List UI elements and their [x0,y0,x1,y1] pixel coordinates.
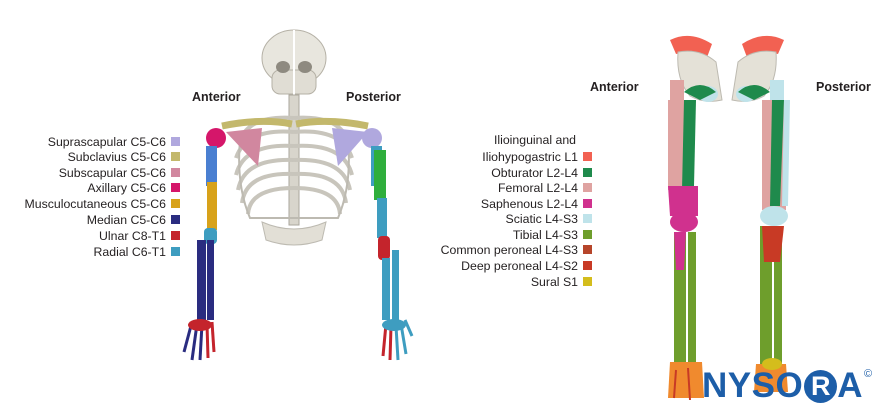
legend-label: Saphenous L2-L4 [480,196,578,211]
legend-swatch [583,261,592,270]
upper-anterior-label: Anterior [192,90,241,104]
legend-item: Subclavius C5-C6 [68,149,180,164]
legend-label: Sural S1 [530,274,578,289]
legend-item: Subscapular C5-C6 [59,165,180,180]
lower-skeleton [668,35,790,401]
legend-item: Femoral L2-L4 [498,180,592,195]
legend-label: Radial C6-T1 [93,244,166,259]
legend-item: Ulnar C8-T1 [99,228,180,243]
legend-swatch [171,231,180,240]
lower-posterior-label: Posterior [816,80,871,94]
nysora-logo: NYSO R A © [702,366,872,406]
legend-label: Sciatic L4-S3 [505,211,578,226]
logo-registered-mark: © [863,368,873,380]
lower-anterior-label: Anterior [590,80,639,94]
legend-label: Subclavius C5-C6 [67,149,166,164]
legend-item: Iliohypogastric L1 [482,149,592,164]
legend-item: Axillary C5-C6 [87,180,180,195]
legend-item: Common peroneal L4-S3 [441,242,592,257]
legend-item: Tibial L4-S3 [513,227,592,242]
legend-item: Obturator L2-L4 [491,165,592,180]
legend-item: Saphenous L2-L4 [481,196,592,211]
legend-swatch [171,168,180,177]
legend-label: Deep peroneal L4-S2 [461,258,578,273]
legend-swatch [171,183,180,192]
legend-item: Radial C6-T1 [94,244,180,259]
legend-item: Median C5-C6 [87,212,180,227]
legend-label: Axillary C5-C6 [87,180,166,195]
upper-skeleton [182,29,414,361]
logo-tail: A [837,366,863,405]
legend-swatch [583,245,592,254]
legend-swatch [583,183,592,192]
legend-heading: Ilioinguinal and [493,133,576,147]
legend-item: Deep peroneal L4-S2 [461,258,592,273]
legend-label: Femoral L2-L4 [498,180,578,195]
legend-label: Tibial L4-S3 [512,227,578,242]
legend-swatch [171,137,180,146]
legend-label: Median C5-C6 [86,212,166,227]
legend-label: Subscapular C5-C6 [58,165,166,180]
legend-swatch [171,199,180,208]
legend-item: Suprascapular C5-C6 [48,134,180,149]
legend-swatch [583,152,592,161]
legend-item: Musculocutaneous C5-C6 [24,196,180,211]
legend-label: Iliohypogastric L1 [482,149,578,164]
legend-swatch [171,247,180,256]
legend-label: Obturator L2-L4 [491,165,578,180]
legend-label: Ulnar C8-T1 [99,228,166,243]
legend-swatch [171,152,180,161]
legend-swatch [171,215,180,224]
legend-swatch [583,277,592,286]
legend-item: Sciatic L4-S3 [506,211,592,226]
legend-swatch [583,230,592,239]
legend-item: Sural S1 [531,274,592,289]
logo-circle-letter: R [804,369,838,403]
legend-label: Common peroneal L4-S3 [440,242,578,257]
legend-swatch [583,214,592,223]
legend-swatch [583,168,592,177]
legend-swatch [583,199,592,208]
legend-label: Musculocutaneous C5-C6 [24,196,167,211]
upper-posterior-label: Posterior [346,90,401,104]
logo-text: NYSO [702,366,804,405]
legend-label: Suprascapular C5-C6 [47,134,166,149]
